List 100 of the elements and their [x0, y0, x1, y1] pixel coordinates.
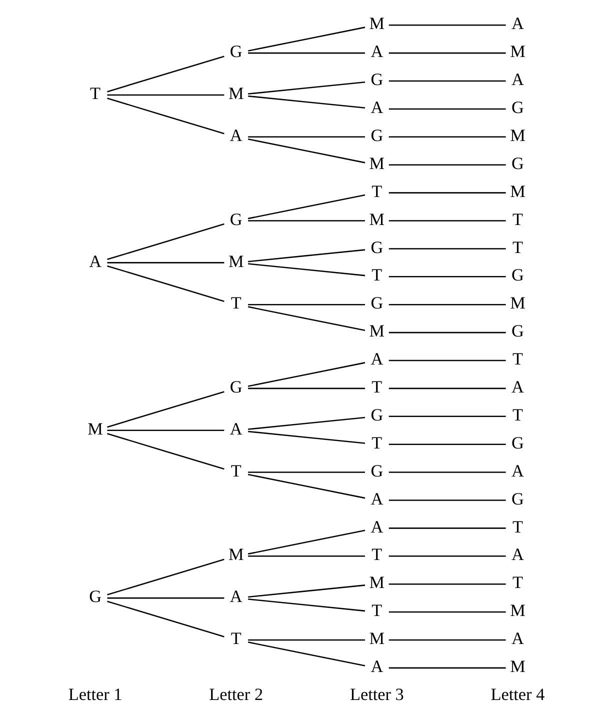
connector	[107, 94, 224, 96]
node-text: A	[370, 42, 384, 61]
node-text: M	[369, 321, 385, 340]
node-text: M	[228, 251, 244, 270]
node-text: T	[512, 516, 523, 536]
connector	[107, 600, 224, 637]
connector	[388, 638, 506, 640]
connector	[107, 55, 224, 92]
node-text: T	[372, 265, 382, 284]
node-text: G	[230, 377, 242, 396]
connector	[388, 80, 506, 82]
node-text: T	[372, 377, 382, 396]
node-text: G	[230, 42, 242, 61]
label: Letter 1	[68, 684, 122, 704]
connector	[248, 94, 366, 108]
connector	[248, 473, 366, 498]
node-text: G	[512, 321, 524, 340]
node-text: A	[370, 516, 384, 536]
connector	[248, 80, 366, 94]
connector	[388, 136, 506, 138]
connector	[248, 638, 365, 640]
connector	[388, 164, 506, 166]
connector	[388, 443, 506, 444]
node-text: A	[230, 418, 242, 438]
connector	[107, 262, 224, 263]
connector	[248, 584, 366, 598]
node-text: T	[90, 84, 101, 103]
node-text: T	[230, 628, 242, 648]
connector	[248, 416, 366, 430]
connector	[248, 471, 365, 472]
label: Letter 2	[209, 684, 264, 704]
node-text: M	[369, 153, 385, 172]
node-text: A	[512, 70, 524, 89]
connector	[388, 248, 506, 249]
connector	[388, 415, 506, 417]
connector	[388, 359, 506, 361]
node-text: T	[230, 460, 242, 480]
connector	[107, 429, 224, 431]
connector	[388, 471, 506, 472]
connector	[388, 52, 506, 54]
node-text: M	[510, 126, 526, 144]
connector	[248, 26, 366, 52]
node-text: T	[230, 293, 242, 312]
node-text: M	[369, 14, 385, 33]
node-text: M	[369, 572, 385, 592]
node-text: A	[230, 126, 242, 144]
node-text: G	[370, 404, 384, 424]
node-text: G	[512, 432, 524, 452]
node-text: T	[512, 209, 523, 228]
connector	[248, 194, 366, 219]
node-text: G	[370, 126, 384, 144]
node-text: A	[512, 377, 524, 396]
node-text: M	[510, 293, 526, 312]
connector	[248, 248, 366, 262]
connector	[388, 499, 506, 500]
node-text: T	[372, 600, 382, 620]
connector	[248, 529, 366, 554]
connector	[388, 610, 506, 612]
node-text: T	[372, 432, 382, 452]
node-text: A	[512, 628, 524, 648]
connector	[388, 303, 506, 305]
node-text: A	[370, 349, 384, 368]
connector	[388, 192, 506, 193]
node-text: G	[370, 70, 384, 89]
node-text: T	[512, 572, 523, 592]
connector	[388, 331, 506, 333]
node-text: M	[228, 84, 244, 103]
connector	[388, 555, 506, 556]
node-text: M	[88, 418, 103, 438]
connector	[107, 97, 224, 134]
connector	[107, 432, 224, 470]
node-text: G	[89, 586, 102, 606]
node-text: G	[230, 209, 242, 228]
connector	[388, 276, 506, 277]
node-text: A	[370, 98, 384, 117]
connector	[248, 387, 365, 389]
node-text: A	[512, 14, 524, 33]
connector	[388, 666, 506, 668]
connector	[107, 264, 224, 302]
node-text: A	[370, 488, 384, 508]
node-text: A	[512, 544, 524, 564]
node-text: G	[512, 153, 524, 172]
node-text: A	[370, 656, 384, 676]
node-text: M	[510, 181, 526, 200]
connector	[248, 598, 366, 612]
connector	[248, 303, 365, 305]
node-text: T	[512, 349, 523, 368]
connector	[248, 641, 366, 666]
node-text: G	[512, 98, 524, 117]
connector	[248, 555, 365, 556]
node-text: T	[512, 404, 523, 424]
connector	[248, 430, 366, 444]
node-text: M	[369, 209, 385, 228]
connector	[248, 138, 366, 163]
node-text: M	[510, 656, 526, 676]
connector	[107, 558, 224, 595]
node-text: A	[89, 251, 102, 270]
node-text: G	[370, 460, 384, 480]
node-text: T	[372, 544, 382, 564]
connector	[248, 52, 365, 54]
